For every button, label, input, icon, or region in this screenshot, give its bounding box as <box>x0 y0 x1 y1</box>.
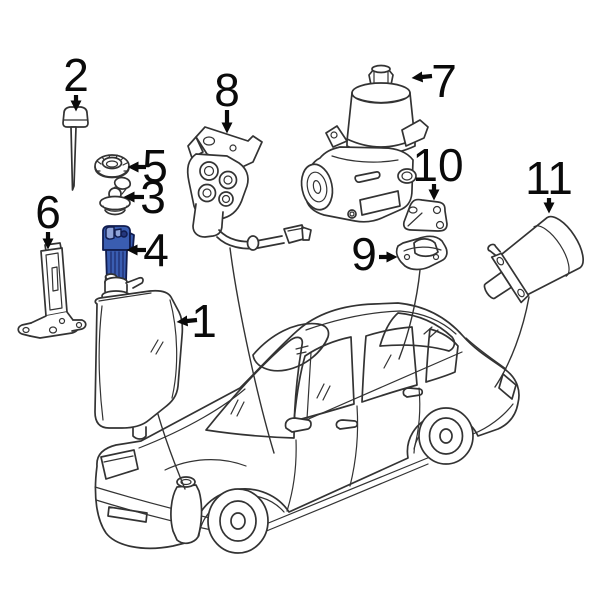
part-7-power-steering-pump[interactable] <box>298 64 429 223</box>
callout-3[interactable]: 3 <box>140 171 166 223</box>
taillight <box>498 373 517 400</box>
part-10-bracket[interactable] <box>402 198 448 232</box>
part-1-reservoir-tank[interactable] <box>94 273 184 440</box>
callout-2[interactable]: 2 <box>63 49 89 101</box>
callout-5[interactable]: 5 <box>142 140 168 192</box>
vehicle-illustration <box>94 302 520 554</box>
callout-labels: 1 2 3 4 5 6 7 8 9 10 11 <box>35 49 573 347</box>
rear-window <box>379 312 456 352</box>
part-8-valve-assembly[interactable] <box>186 126 312 251</box>
sunroof <box>252 322 330 372</box>
part-3-grommet[interactable] <box>99 176 131 216</box>
rear-wheel <box>418 407 474 465</box>
callout-6[interactable]: 6 <box>35 186 61 238</box>
reservoir-in-situ <box>170 476 203 545</box>
callout-11[interactable]: 11 <box>525 152 573 204</box>
headlight <box>100 449 139 480</box>
side-mirror <box>284 417 312 433</box>
callout-7[interactable]: 7 <box>431 55 457 107</box>
callout-9[interactable]: 9 <box>351 228 377 280</box>
leader-lines <box>151 247 530 490</box>
callout-10[interactable]: 10 <box>412 139 463 191</box>
callout-8[interactable]: 8 <box>214 64 240 116</box>
part-2-dipstick[interactable] <box>62 106 89 191</box>
callout-1[interactable]: 1 <box>191 295 217 347</box>
callout-4[interactable]: 4 <box>143 224 169 276</box>
door-handle <box>335 419 359 430</box>
callout-arrows <box>42 71 555 327</box>
part-11-accumulator[interactable] <box>466 204 591 318</box>
front-wheel <box>207 488 269 554</box>
pump-pulley <box>300 163 334 211</box>
part-6-mounting-bracket[interactable] <box>17 242 87 339</box>
part-9-bracket[interactable] <box>395 235 448 271</box>
part-5-reservoir-cap[interactable] <box>94 154 130 179</box>
door-handle <box>402 387 424 398</box>
windshield <box>205 336 304 439</box>
